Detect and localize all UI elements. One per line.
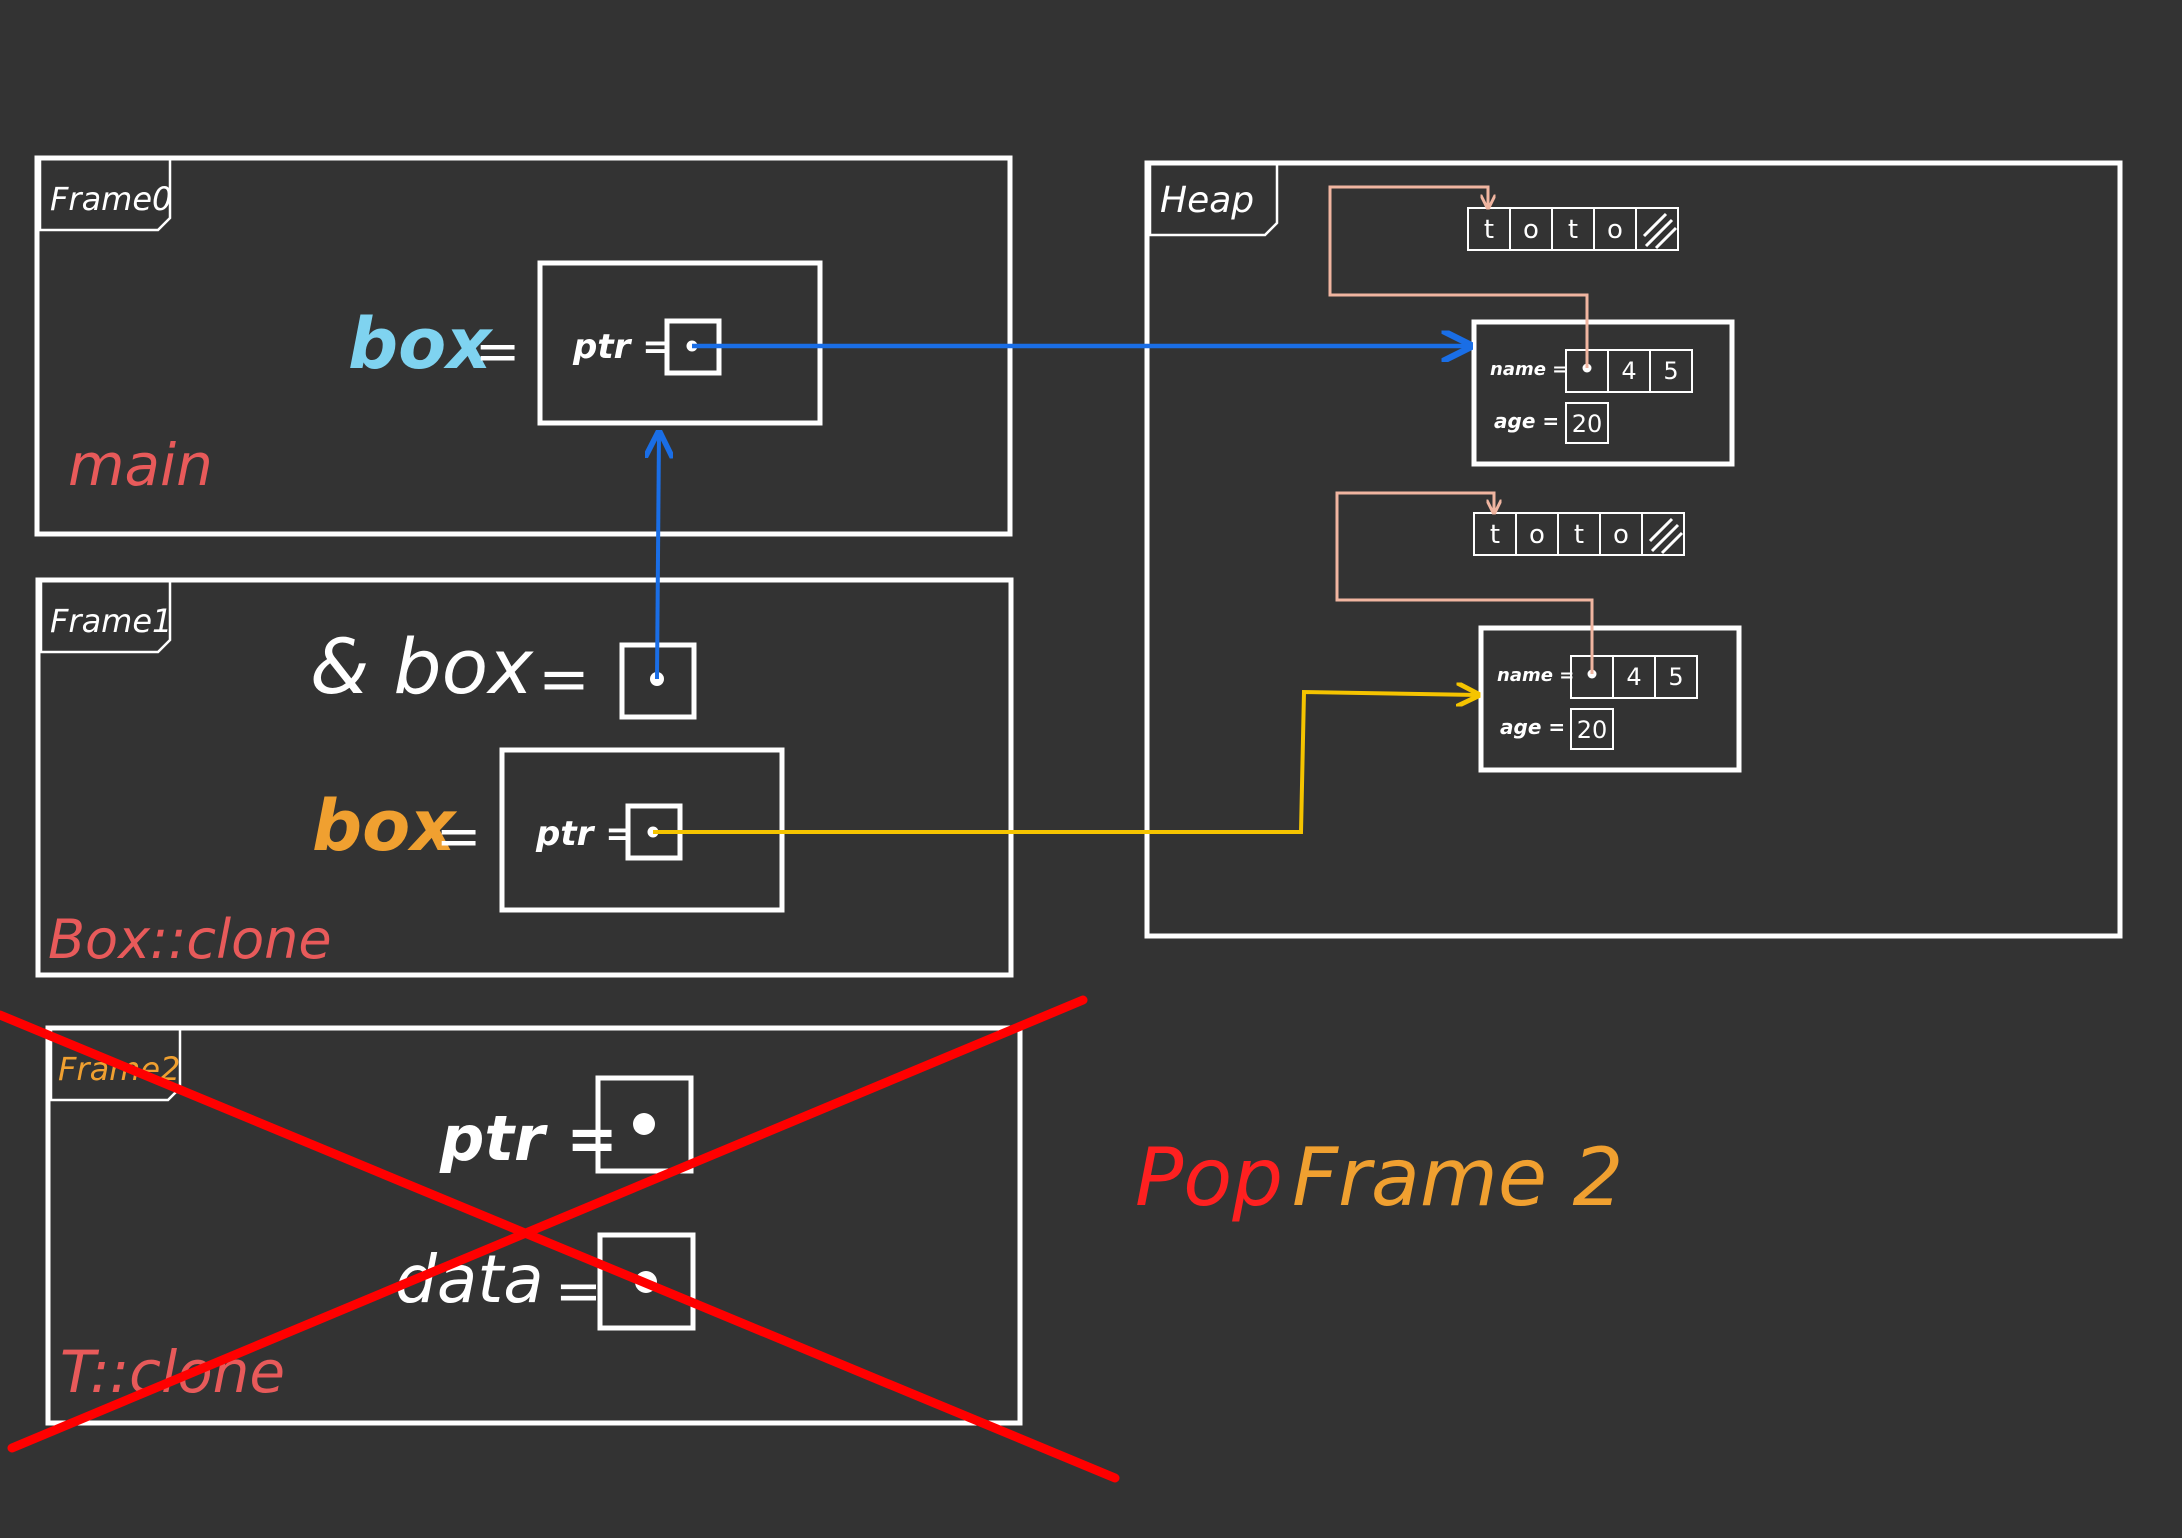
heap-struct-1: name = 4 5 age = 20 — [1471, 319, 1735, 467]
heap-string-2-hatch — [1648, 517, 1684, 555]
heap-string-2: t o t o — [1473, 512, 1685, 556]
heap-string-1-hatch — [1642, 212, 1678, 250]
frame1-box-label: box — [312, 785, 457, 867]
heap-struct-2-cap-cell — [1654, 655, 1698, 699]
heap-struct-2-age: 20 — [1577, 716, 1608, 744]
heap: Heap t o t o name = 4 5 age = 20 — [1144, 160, 2123, 939]
heap-struct-1-age-cell — [1565, 402, 1609, 444]
heap-string-2-char-2: o — [1529, 520, 1545, 550]
heap-struct-2-name-label: name = — [1497, 665, 1574, 686]
frame1-tab-label: Frame1 — [50, 602, 172, 640]
heap-struct-1-name-label: name = — [1490, 359, 1567, 380]
frame1: Frame1 & box = box = ptr = Box::clone — [35, 577, 1014, 978]
heap-string-1: t o t o — [1467, 207, 1679, 251]
heap-struct-1-border — [1471, 319, 1735, 467]
frame2-ptr-dot — [633, 1113, 655, 1135]
heap-struct-2-name-link — [1335, 491, 1594, 674]
heap-title: Heap — [1160, 180, 1254, 221]
heap-struct-2-border — [1478, 625, 1742, 773]
frame1-fn-name: Box::clone — [48, 908, 332, 971]
caption: Pop Frame 2 — [1135, 1131, 1623, 1224]
heap-border — [1144, 160, 2123, 939]
frame1-ref-label: & box — [310, 622, 534, 711]
frame0-fn-name: main — [68, 431, 213, 499]
heap-string-1-char-2: o — [1523, 215, 1539, 245]
heap-string-2-unused-cell — [1641, 512, 1685, 556]
heap-struct-1-name-link — [1328, 185, 1589, 368]
frame0-tab-label: Frame0 — [50, 180, 172, 218]
frame0: Frame0 box = ptr = main — [34, 155, 1013, 537]
heap-struct-2: name = 4 5 age = 20 — [1478, 625, 1742, 773]
heap-struct-1-age: 20 — [1572, 410, 1603, 438]
frame1-equals: = — [436, 805, 481, 868]
heap-string-1-char-4: o — [1607, 215, 1623, 245]
heap-tab — [1148, 165, 1279, 237]
frame2-data-equals: = — [555, 1259, 602, 1324]
heap-string-1-char-3: t — [1568, 215, 1578, 245]
frame0-ptr-label: ptr = — [572, 327, 671, 367]
frame1-border — [35, 577, 1014, 978]
frame1-ref-arrow — [657, 433, 659, 680]
heap-struct-1-cap: 5 — [1663, 357, 1678, 385]
frame2-border — [45, 1025, 1023, 1426]
frame0-tab — [38, 160, 172, 232]
frame1-ptr-label: ptr = — [535, 814, 634, 854]
frame0-equals: = — [475, 320, 520, 383]
heap-string-2-char-3: t — [1574, 520, 1584, 550]
heap-string-2-char-1: t — [1490, 520, 1500, 550]
frame2-data-slot — [597, 1232, 696, 1331]
heap-struct-1-len: 4 — [1621, 357, 1636, 385]
frame0-box-struct — [537, 260, 823, 426]
heap-struct-2-len: 4 — [1626, 663, 1641, 691]
frame2-ptr-slot — [595, 1075, 694, 1174]
frame1-tab — [39, 582, 172, 654]
frame2-tab — [49, 1030, 182, 1102]
heap-struct-2-cap: 5 — [1668, 663, 1683, 691]
frame2-cross-stroke-b — [7, 995, 1088, 1453]
heap-string-1-unused-cell — [1635, 207, 1679, 251]
frame1-ref-equals: = — [538, 642, 590, 715]
caption-pop: Pop — [1135, 1131, 1283, 1224]
heap-struct-1-cap-cell — [1649, 349, 1693, 393]
frame1-ptr-arrow — [653, 692, 1478, 834]
heap-struct-2-age-label: age = — [1500, 715, 1565, 739]
frame2-ptr-label: ptr = — [439, 1102, 618, 1175]
caption-frame: Frame 2 — [1292, 1131, 1623, 1224]
frame0-box-label: box — [348, 303, 493, 385]
heap-struct-2-age-cell — [1570, 708, 1614, 750]
heap-string-2-char-4: o — [1613, 520, 1629, 550]
heap-string-1-char-1: t — [1484, 215, 1494, 245]
heap-struct-1-age-label: age = — [1494, 409, 1559, 433]
frame2-cross-stroke-a — [0, 1010, 1120, 1483]
